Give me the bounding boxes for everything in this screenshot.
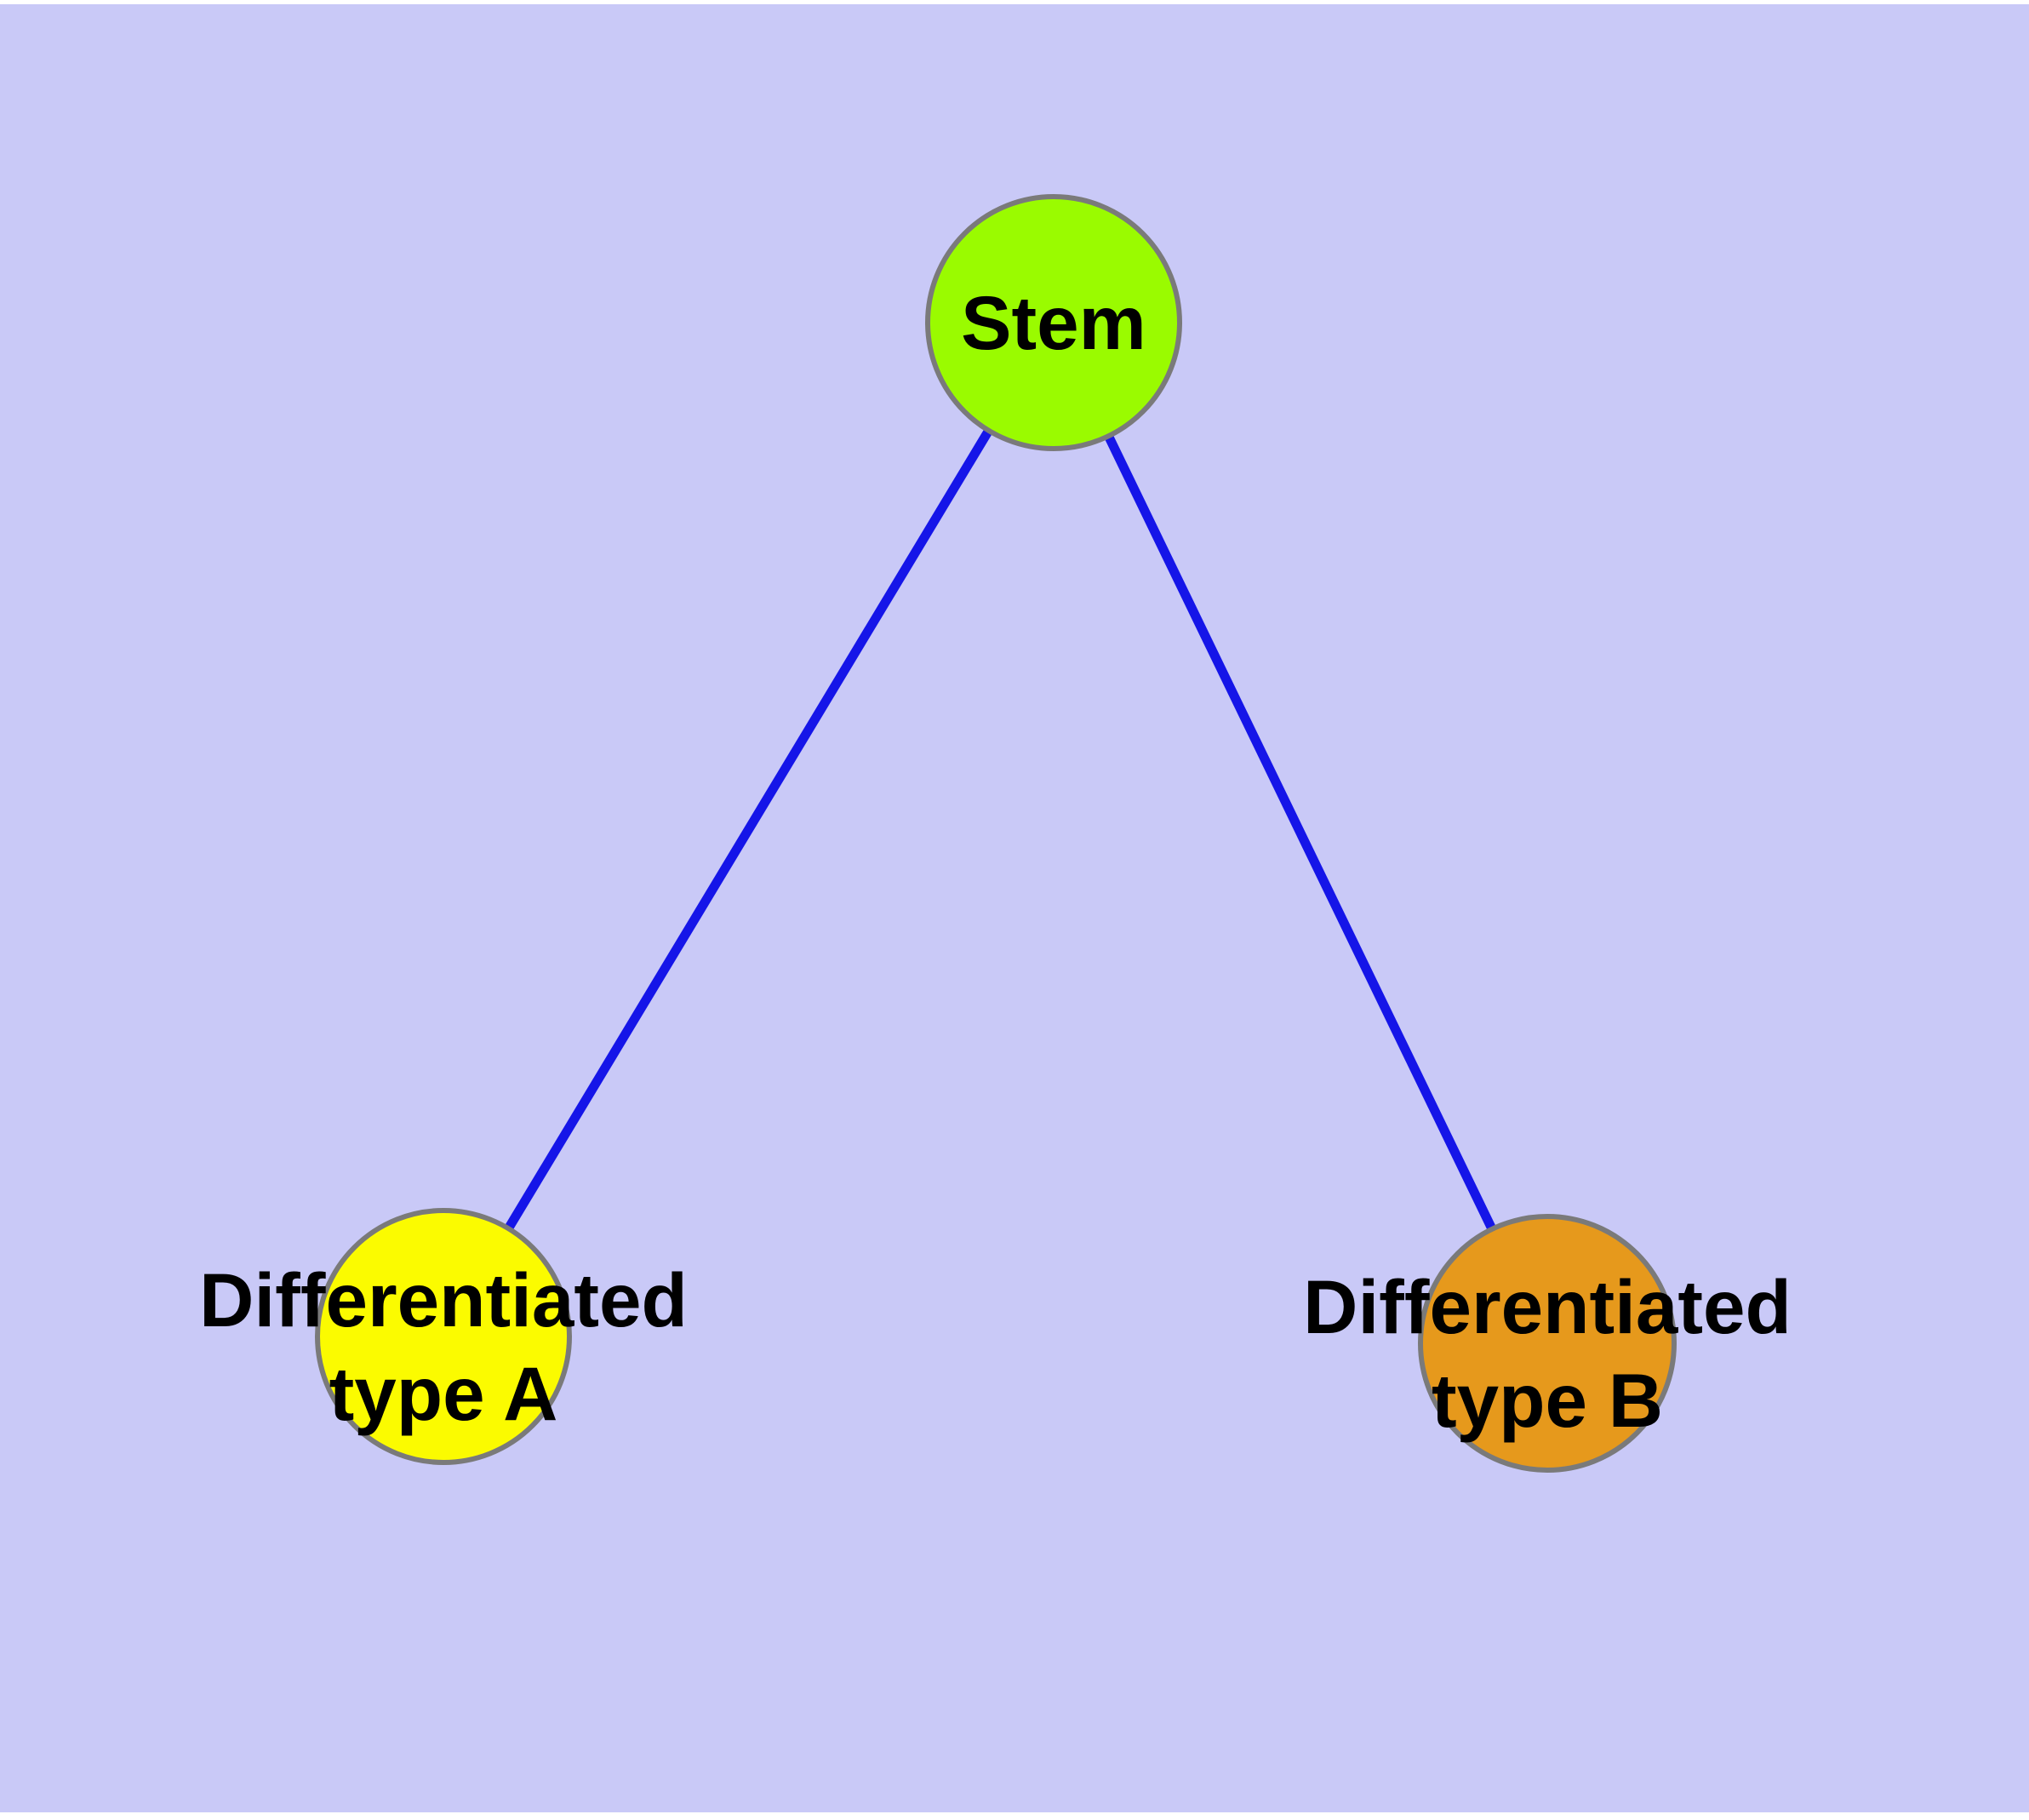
node-differentiated-type-a <box>315 1208 572 1465</box>
node-label-differentiated-type-b: Differentiated type B <box>1303 1260 1792 1447</box>
node-label-differentiated-type-a: Differentiated type A <box>199 1253 688 1440</box>
node-label-line: Stem <box>961 280 1146 365</box>
node-label-line: type B <box>1431 1358 1663 1443</box>
edge-stem-to-differentiated-type-a <box>505 428 992 1231</box>
edge-stem-to-differentiated-type-b <box>1104 434 1496 1231</box>
node-label-line: Differentiated <box>199 1257 688 1342</box>
node-label-line: Differentiated <box>1303 1264 1792 1349</box>
edges-layer <box>505 428 1496 1231</box>
node-label-line: type A <box>329 1351 558 1436</box>
node-label-stem: Stem <box>961 276 1146 369</box>
node-stem <box>925 194 1182 451</box>
node-differentiated-type-b <box>1418 1214 1677 1473</box>
